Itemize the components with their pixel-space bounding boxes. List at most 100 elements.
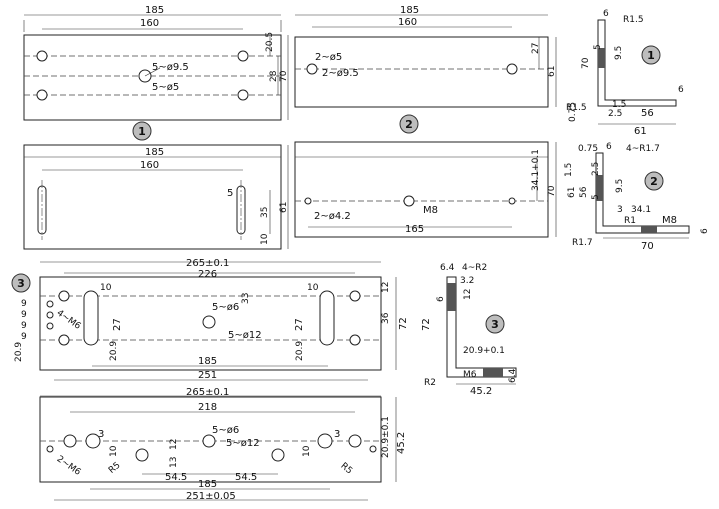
view3-bottom: 265±0.1 218 2~M6 3 10 R5 5~ø6 5~ø12 12 1… (39, 387, 407, 502)
hole-right (506, 63, 518, 75)
dim-total-depth: 61 (634, 126, 647, 137)
dim-radii: 4~R2 (462, 263, 487, 273)
hole-center (202, 315, 216, 329)
badge-3-b: 3 (485, 314, 505, 334)
dim-right-r5: R5 (338, 461, 354, 476)
hole-center (202, 434, 216, 448)
hole-thread (46, 322, 54, 330)
dim-width: 70 (641, 241, 654, 252)
dim-corner-radius: R1.5 (623, 15, 644, 25)
dim-overall: 265±0.1 (186, 258, 229, 269)
badge-1-b: 1 (641, 45, 661, 65)
dim-thickness-a: 1.5 (612, 100, 626, 110)
dim-height: 70 (547, 185, 557, 197)
hole-corner (58, 290, 70, 302)
badge-2-a: 2 (399, 114, 419, 134)
label-thread-holes: 2~ø4.2 (314, 211, 351, 222)
dim-slot-length: 35 (260, 207, 270, 218)
dim-flange: 6 (678, 85, 684, 95)
plate-outline (23, 34, 282, 121)
dim-left-holes: 9 (21, 332, 27, 342)
l-bracket (597, 19, 677, 107)
dim-inner: 20.9+0.1 (463, 346, 505, 356)
dim-left-holes: 9 (21, 299, 27, 309)
dim-bottom-radius: R1.5 (566, 103, 587, 113)
dim-slot-width: 5 (227, 188, 233, 199)
dim-bottom-radius: R2 (424, 378, 436, 388)
plate-outline (23, 144, 282, 250)
view2-back: 2~ø4.2 M8 165 34.1+0.1 70 (294, 141, 557, 238)
dim-slot: 5 (593, 44, 603, 50)
dim-edge-offset: 27 (531, 43, 541, 54)
hole-corner (58, 334, 70, 346)
dim-h4: 56 (579, 186, 589, 198)
hole-thread (46, 311, 54, 319)
dim-overall: 265±0.1 (186, 387, 229, 398)
dim-right-total: 72 (398, 317, 409, 330)
hole-small (237, 89, 249, 101)
dim-right-v: 20.9 (295, 341, 305, 361)
dim-hole-pitch: 160 (140, 160, 159, 171)
plate-outline (294, 141, 549, 238)
dim-edge-offset: 20.5 (265, 32, 275, 52)
slot-left (83, 290, 99, 346)
badge-2-b: 2 (644, 171, 664, 191)
dim-pitch: 226 (198, 269, 217, 280)
dim-height: 61 (547, 66, 557, 77)
dim-slot-r: 3 (98, 429, 104, 440)
dim-v12: 12 (169, 439, 179, 450)
badge-1-a: 1 (132, 121, 152, 141)
dim-width: 45.2 (470, 386, 492, 397)
dim-inner: 185 (198, 479, 217, 490)
dim-radii: 4~R1.7 (626, 144, 660, 154)
hole-corner (349, 290, 361, 302)
dim-slot-h: 27 (112, 318, 123, 331)
hole-small (36, 89, 48, 101)
dim-right-mid: 36 (381, 312, 391, 324)
dim-r2: 12 (463, 289, 473, 300)
dim-height: 72 (421, 318, 432, 331)
dim-slot: 9.5 (615, 179, 625, 193)
hole-lower (271, 448, 285, 462)
label-center-b: 5~ø12 (226, 438, 260, 449)
view2-front: 185 160 2~ø5 2~ø9.5 27 61 (294, 5, 557, 108)
dim-right-slot-h: 10 (302, 445, 312, 457)
dim-s2: 54.5 (235, 472, 257, 483)
dim-bottom-radius: R1.7 (572, 238, 593, 248)
dim-right-top: 12 (381, 282, 391, 293)
dim-depth: 56 (641, 108, 654, 119)
hole-thread (369, 445, 377, 453)
hole-m8 (403, 195, 415, 207)
dim-top: 6 (603, 9, 609, 19)
label-thread: M8 (662, 215, 677, 226)
dim-bottom-offset: 10 (260, 233, 270, 245)
dim-right-slot-w: 10 (307, 283, 319, 293)
dim-thickness-b: 0.75 (568, 102, 578, 122)
dim-height: 70 (279, 70, 289, 82)
label-center-b: 5~ø12 (228, 330, 262, 341)
dim-vert-a: 20.9 (14, 342, 24, 362)
hole-thread (304, 197, 312, 205)
dim-height: 70 (581, 57, 591, 69)
dim-lip: 0.75 (578, 144, 598, 154)
dim-top-w: 6.4 (440, 263, 455, 273)
plate-outline (294, 36, 549, 108)
label-thread: M8 (423, 205, 438, 216)
dim-v13: 13 (169, 457, 179, 468)
dim-r1: 3.2 (460, 276, 474, 286)
dim-hole-pitch: 160 (398, 17, 417, 28)
dim-height: 61 (279, 202, 289, 213)
slot-right (317, 433, 333, 449)
label-thread: 2~M6 (55, 454, 83, 478)
dim-side-v: 20.9±0.1 (381, 416, 391, 458)
slot-right (319, 290, 335, 346)
svg-text:1: 1 (138, 125, 146, 138)
dim-r5: R5 (107, 461, 123, 476)
view3-front: 265±0.1 226 9 9 9 9 4~M6 20.9 10 27 20.9… (14, 258, 409, 381)
dim-inner: 185 (198, 356, 217, 367)
slot-left (85, 433, 101, 449)
dim-pitch: 165 (405, 224, 424, 235)
dim-slot-dia: 9.5 (614, 46, 624, 60)
label-large-holes: 2~ø9.5 (322, 68, 359, 79)
